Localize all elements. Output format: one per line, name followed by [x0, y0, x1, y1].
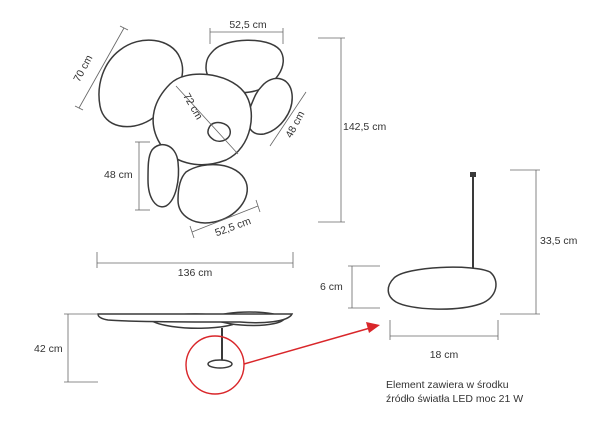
highlight-circle: [185, 335, 245, 395]
note-line-1: Element zawiera w środku: [386, 379, 509, 391]
label-48cm-left: 48 cm: [104, 169, 133, 181]
label-6cm: 6 cm: [320, 281, 343, 293]
label-18cm: 18 cm: [430, 349, 459, 361]
pebble-48-right: [246, 77, 293, 135]
label-33-5cm: 33,5 cm: [540, 235, 578, 247]
detail-dimensions: 33,5 cm 6 cm 18 cm: [320, 169, 578, 361]
label-52-5cm-top: 52,5 cm: [229, 19, 267, 31]
detail-view: [387, 172, 497, 310]
pebble-52-5-bottom: [177, 163, 248, 224]
side-view-dimensions: 42 cm: [34, 313, 98, 383]
side-main-panel: [97, 313, 294, 324]
led-element-top: [207, 121, 231, 142]
detail-rod-cap: [470, 172, 476, 177]
top-view: [98, 39, 293, 224]
pebble-48-left: [147, 143, 180, 208]
led-note: Element zawiera w środku źródło światła …: [386, 378, 523, 406]
side-view: [97, 311, 294, 395]
note-line-2: źródło światła LED moc 21 W: [386, 393, 524, 405]
side-led-element: [207, 359, 233, 369]
label-136cm: 136 cm: [178, 267, 213, 279]
callout-arrow: [243, 322, 380, 365]
top-view-dimensions: 70 cm 52,5 cm 72 cm 48 cm 142,5 cm 48 cm…: [71, 19, 386, 279]
label-42cm: 42 cm: [34, 343, 63, 355]
label-70cm: 70 cm: [71, 53, 95, 84]
detail-led-element: [387, 266, 497, 310]
label-142-5cm: 142,5 cm: [343, 121, 386, 133]
